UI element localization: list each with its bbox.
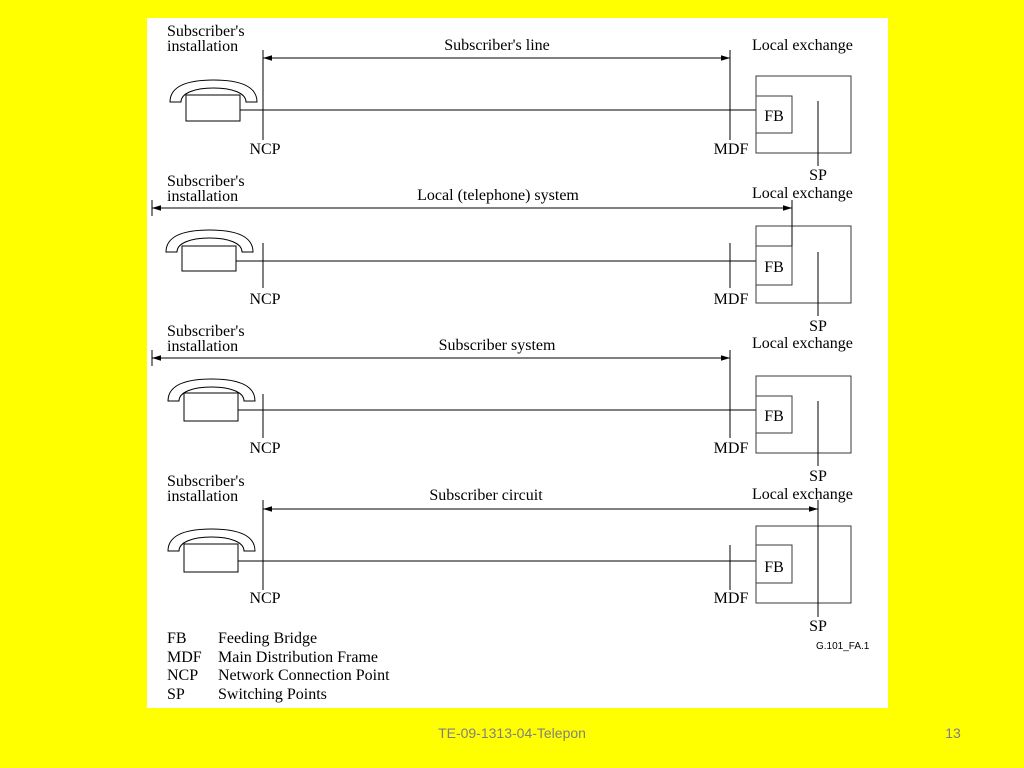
telephone-icon — [167, 378, 256, 422]
mdf-label: MDF — [714, 590, 749, 607]
telephone-icon — [165, 229, 254, 272]
row-subscribers-line: Subscriber's installation Local exchange… — [167, 23, 853, 184]
mdf-label: MDF — [714, 141, 749, 158]
telephone-base — [181, 245, 237, 272]
telephone-base — [183, 392, 239, 422]
sp-label: SP — [809, 318, 827, 335]
legend: FB Feeding Bridge MDF Main Distribution … — [167, 630, 390, 703]
legend-meaning: Main Distribution Frame — [218, 649, 378, 666]
sp-label: SP — [809, 167, 827, 184]
installation-label-line2: installation — [167, 488, 238, 505]
row-local-telephone-system: Subscriber's installation Local exchange… — [151, 173, 853, 335]
local-exchange-label: Local exchange — [752, 335, 853, 352]
legend-abbreviation: NCP — [167, 667, 198, 684]
fb-label: FB — [764, 408, 784, 425]
legend-meaning: Switching Points — [218, 686, 327, 703]
figure-id: G.101_FA.1 — [816, 641, 870, 652]
span-label: Subscriber's line — [444, 37, 550, 54]
legend-item: NCP Network Connection Point — [167, 667, 390, 684]
ncp-label: NCP — [249, 141, 280, 158]
installation-label-line1: Subscriber's — [167, 473, 245, 490]
legend-abbreviation: MDF — [167, 649, 202, 666]
fb-label: FB — [764, 259, 784, 276]
span-label: Local (telephone) system — [417, 187, 579, 204]
footer-title: TE-09-1313-04-Telepon — [438, 725, 586, 741]
feeding-bridge-box — [755, 395, 793, 434]
telephone-icon — [167, 528, 256, 573]
mdf-label: MDF — [714, 291, 749, 308]
mdf-label: MDF — [714, 440, 749, 457]
fb-label: FB — [764, 559, 784, 576]
legend-item: SP Switching Points — [167, 686, 327, 703]
feeding-bridge-box — [755, 544, 793, 584]
handset-shape — [167, 378, 256, 402]
fb-label: FB — [764, 108, 784, 125]
sp-label: SP — [809, 468, 827, 485]
ncp-label: NCP — [249, 590, 280, 607]
installation-label-line1: Subscriber's — [167, 173, 245, 190]
feeding-bridge-box — [755, 245, 793, 286]
installation-label-line2: installation — [167, 338, 238, 355]
legend-meaning: Feeding Bridge — [218, 630, 317, 647]
telephone-base — [183, 543, 239, 573]
feeding-bridge-box — [755, 95, 793, 134]
legend-meaning: Network Connection Point — [218, 667, 390, 684]
installation-label-line2: installation — [167, 188, 238, 205]
ncp-label: NCP — [249, 440, 280, 457]
installation-label-line1: Subscriber's — [167, 323, 245, 340]
slide-number: 13 — [945, 725, 961, 741]
legend-abbreviation: FB — [167, 630, 187, 647]
row-subscriber-system: Subscriber's installation Local exchange… — [151, 323, 853, 485]
local-exchange-label: Local exchange — [752, 37, 853, 54]
row-subscriber-circuit: Subscriber's installation Local exchange… — [167, 473, 853, 635]
installation-label-line1: Subscriber's — [167, 23, 245, 40]
handset-shape — [169, 79, 258, 103]
legend-item: MDF Main Distribution Frame — [167, 649, 378, 666]
local-exchange-label: Local exchange — [752, 185, 853, 202]
ncp-label: NCP — [249, 291, 280, 308]
telephone-icon — [169, 79, 258, 122]
local-exchange-label: Local exchange — [752, 486, 853, 503]
handset-shape — [167, 528, 256, 552]
span-label: Subscriber system — [439, 337, 556, 354]
telephone-base — [185, 94, 241, 122]
span-label: Subscriber circuit — [429, 487, 543, 504]
legend-abbreviation: SP — [167, 686, 185, 703]
sp-label: SP — [809, 618, 827, 635]
handset-shape — [165, 229, 254, 253]
legend-item: FB Feeding Bridge — [167, 630, 317, 647]
installation-label-line2: installation — [167, 38, 238, 55]
